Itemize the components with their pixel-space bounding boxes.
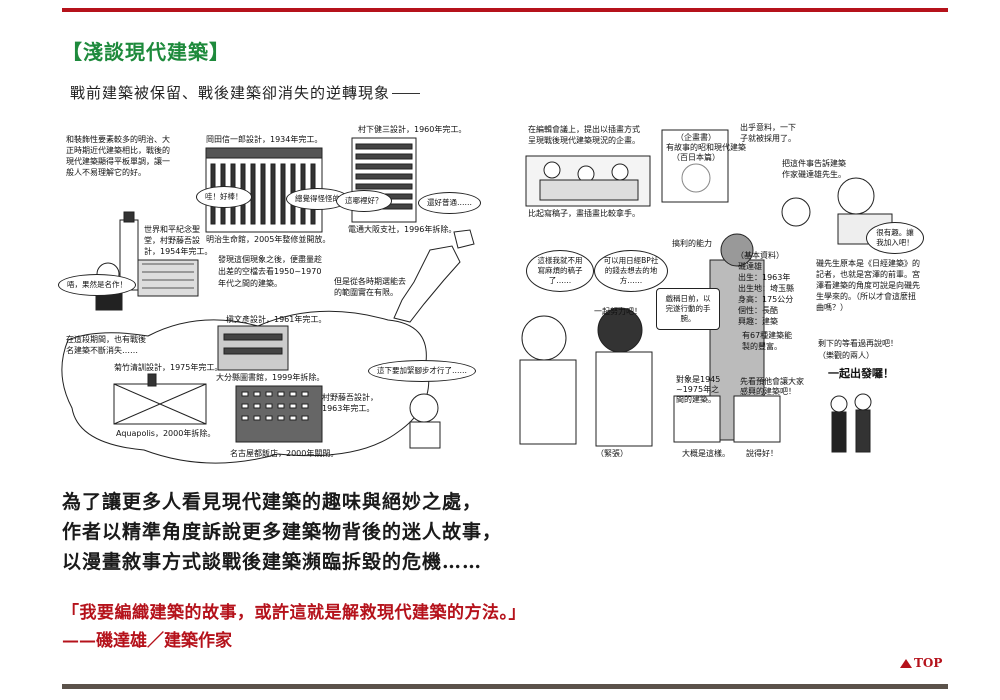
caption: （樂觀的兩人） <box>818 351 874 360</box>
caption: 計，1954年完工。 <box>144 247 213 256</box>
caption: ~1975年之 <box>676 385 720 394</box>
caption: 菊竹清訓設計，1975年完工。 <box>114 363 223 372</box>
subtitle: 戰前建築被保留、戰後建築卻消失的逆轉現象 <box>70 82 421 103</box>
caption: 生學來的。（所以才會這麼扭 <box>816 292 916 301</box>
caption: 感興的建築吧！ <box>740 387 796 396</box>
caption: 作家磯達雄先生。 <box>782 170 846 179</box>
caption: 對象是1945 <box>676 375 721 384</box>
subtitle-dash <box>392 93 421 94</box>
caption: 和裝飾性要素較多的明治、大 <box>66 135 170 144</box>
headline: 為了讓更多人看見現代建築的趣味與絕妙之處， 作者以精準角度訴說更多建築物背後的迷… <box>62 487 502 577</box>
speech-bubble: 這下要加緊腳步才行了…… <box>368 360 476 382</box>
caption: 製的豐富。 <box>742 342 782 351</box>
speech-bubble: 戲稱日前，以完遂行動的手腕。 <box>656 288 720 330</box>
caption: 般人不易理解它的好。 <box>66 168 146 177</box>
caption: 村野藤吾設計， <box>322 393 378 402</box>
caption: （緊張） <box>596 449 628 458</box>
back-to-top-link[interactable]: TOP <box>900 656 942 670</box>
caption: 澤看建築的角度可說是向磯先 <box>816 281 920 290</box>
caption: 電通大阪支社，1996年拆除。 <box>348 225 457 234</box>
caption: 在這段期間，也有戰後 <box>66 335 146 344</box>
caption: 村下健三設計，1960年完工。 <box>358 125 467 134</box>
caption: 身高：175公分 <box>738 295 794 304</box>
caption: 明治生命館，2005年整修並開放。 <box>206 235 331 244</box>
headline-line: 為了讓更多人看見現代建築的趣味與絕妙之處， <box>62 491 483 513</box>
caption: 出生地：埼玉縣 <box>738 284 794 293</box>
caption: 1963年完工。 <box>322 404 375 413</box>
caption: 興趣：建築 <box>738 317 778 326</box>
caption: 有67種建築能 <box>742 331 793 340</box>
caption: （百日本篇） <box>672 153 720 162</box>
bottom-divider <box>62 684 948 689</box>
caption: 剩下的等看過再說吧！ <box>818 339 898 348</box>
caption: 把這件事告訴建築 <box>782 159 846 168</box>
caption: 曲嗎？） <box>816 303 848 312</box>
caption: 現代建築顯得平板單調，讓一 <box>66 157 170 166</box>
headline-line: 作者以精準角度訴說更多建築物背後的迷人故事， <box>62 521 503 543</box>
caption: 的範圍實在有限。 <box>334 288 398 297</box>
caption: 一起努力吧！ <box>594 307 642 316</box>
caption: 說得好！ <box>746 449 778 458</box>
caption: 一起出發囉！ <box>828 367 894 380</box>
speech-bubble: 這樣我就不用寫麻煩的稿子了…… <box>526 250 594 292</box>
speech-bubble: 這哪裡好？ <box>336 190 392 212</box>
caption: 岡田信一郎設計，1934年完工。 <box>206 135 323 144</box>
caption: 間的建築。 <box>676 395 716 404</box>
caption: 但是從各時期選能去 <box>334 277 406 286</box>
subtitle-text: 戰前建築被保留、戰後建築卻消失的逆轉現象 <box>70 84 391 102</box>
quote-author: ——磯達雄／建築作家 <box>62 631 232 651</box>
caption: 搞利的能力 <box>672 239 712 248</box>
speech-bubble: 還好普通…… <box>418 192 481 214</box>
speech-bubble: 唔，果然是名作！ <box>58 274 136 296</box>
back-to-top-label: TOP <box>914 656 943 670</box>
caption: 磯達雄 <box>738 262 762 271</box>
caption: 在編輯會議上，提出以插畫方式 <box>528 125 640 134</box>
up-arrow-icon <box>900 659 912 668</box>
caption: 呈現戰後現代建築現況的企畫。 <box>528 136 640 145</box>
caption: 記者，也就是宮澤的前輩。宮 <box>816 270 920 279</box>
caption: 子就被採用了。 <box>740 134 796 143</box>
caption: 名古屋都飯店，2000年關閉。 <box>230 449 339 458</box>
manga-right-illustration <box>519 129 893 453</box>
caption: 磯先生原本是《日經建築》的 <box>816 259 920 268</box>
headline-line: 以漫畫敘事方式談戰後建築瀕臨拆毀的危機…… <box>62 551 483 573</box>
section-title: 【淺談現代建築】 <box>62 40 230 64</box>
caption: （基本資料） <box>736 251 784 260</box>
caption: （企畫書） <box>676 133 716 142</box>
caption: 個性：長酷 <box>738 306 778 315</box>
caption: 發現這個現象之後，便盡量趁 <box>218 255 322 264</box>
caption: 出乎意料，一下 <box>740 123 796 132</box>
caption: 世界和平紀念聖 <box>144 225 200 234</box>
speech-bubble: 很有趣。讓我加入吧！ <box>866 222 924 254</box>
caption: 出差的空檔去看1950~1970 <box>218 267 322 276</box>
caption: 有故事的昭和現代建築 <box>666 143 746 152</box>
manga-page-right: 在編輯會議上，提出以插畫方式 呈現戰後現代建築現況的企畫。 比起寫稿子，畫插畫比… <box>516 112 952 476</box>
caption: 槇文彥設計，1961年完工。 <box>226 315 327 324</box>
quote: 「我要編織建築的故事，或許這就是解救現代建築的方法。」 <box>62 603 526 623</box>
caption: 先看預他會讓大家 <box>740 377 804 386</box>
speech-bubble: 可以用日經BP社的錢去想去的地方…… <box>594 250 668 292</box>
caption: 名建築不斷消失…… <box>66 346 138 355</box>
caption: 堂，村野藤吾設 <box>144 236 200 245</box>
caption: Aquapolis，2000年拆除。 <box>116 429 216 438</box>
caption: 出生：1963年 <box>738 273 791 282</box>
caption: 比起寫稿子，畫插畫比較拿手。 <box>528 209 640 218</box>
caption: 正時期近代建築相比，戰後的 <box>66 146 170 155</box>
speech-bubble: 哇！好棒！ <box>196 186 252 208</box>
caption: 大分縣圖書館，1999年拆除。 <box>216 373 325 382</box>
top-divider <box>62 8 948 12</box>
caption: 大概是這樣。 <box>682 449 730 458</box>
manga-page-left: 和裝飾性要素較多的明治、大 正時期近代建築相比，戰後的 現代建築顯得平板單調，讓… <box>58 112 494 476</box>
caption: 年代之間的建築。 <box>218 279 282 288</box>
